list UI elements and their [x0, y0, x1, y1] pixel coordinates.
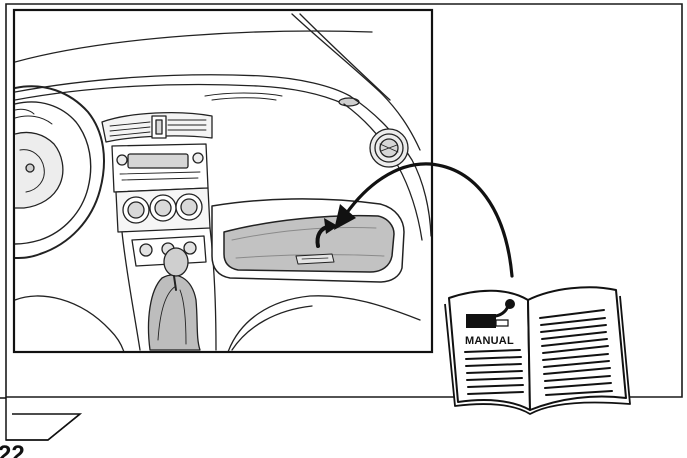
open-manual-icon: MANUAL: [444, 286, 631, 415]
page-number-tab: 22: [0, 397, 83, 458]
manual-label: MANUAL: [465, 335, 514, 347]
curved-arrow-icon: [334, 162, 514, 278]
left-page-lines: [464, 349, 524, 395]
manual-book-icon: [466, 299, 515, 328]
car-interior-illustration: [12, 8, 434, 354]
page-number: 22: [0, 441, 25, 458]
right-page-lines: [539, 309, 613, 396]
page-border: [5, 3, 683, 398]
illustration-frame: [12, 8, 434, 354]
